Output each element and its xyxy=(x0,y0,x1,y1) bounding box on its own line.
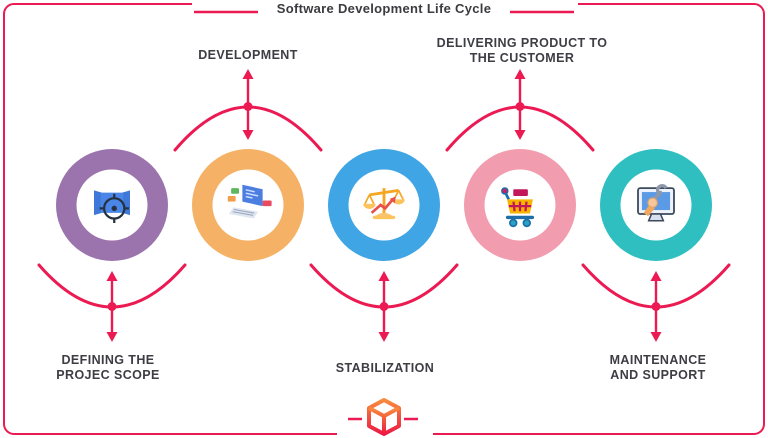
stage-circle-stabilization xyxy=(328,149,440,261)
stage-label-stabilization: STABILIZATION xyxy=(336,361,434,376)
blueprint-target-icon xyxy=(94,190,130,223)
connector-development xyxy=(173,69,323,152)
connector-stabilization xyxy=(309,263,459,342)
stage-label-development: DEVELOPMENT xyxy=(198,48,298,63)
connector-delivering xyxy=(445,69,595,152)
connector-maintenance xyxy=(581,263,731,342)
stage-label-line: MAINTENANCE xyxy=(609,353,707,367)
connector-defining xyxy=(37,263,187,342)
monitor-wrench-icon xyxy=(637,184,675,222)
stage-circle-delivering xyxy=(464,149,576,261)
stage-label-line: THE CUSTOMER xyxy=(469,51,575,65)
diagram-border xyxy=(3,3,765,435)
stage-label-line: DEFINING THE xyxy=(61,353,155,367)
stage-circle-development xyxy=(192,149,304,261)
stage-label-line: DELIVERING PRODUCT TO xyxy=(436,36,608,50)
stage-label-line: STABILIZATION xyxy=(335,361,435,375)
stage-circle-defining xyxy=(56,149,168,261)
shopping-cart-icon xyxy=(501,187,535,228)
laptop-code-icon xyxy=(227,184,272,219)
stage-label-line: AND SUPPORT xyxy=(610,368,706,382)
stage-label-line: DEVELOPMENT xyxy=(198,48,298,62)
stage-circle-maintenance xyxy=(600,149,712,261)
balance-scale-icon xyxy=(363,188,405,220)
stage-label-maintenance: MAINTENANCE AND SUPPORT xyxy=(610,353,707,383)
stage-label-delivering: DELIVERING PRODUCT TO THE CUSTOMER xyxy=(437,36,608,66)
stage-ring xyxy=(192,149,304,261)
page-title: Software Development Life Cycle xyxy=(276,1,492,16)
stage-label-defining: DEFINING THE PROJEC SCOPE xyxy=(56,353,159,383)
stage-label-line: PROJEC SCOPE xyxy=(56,368,160,382)
cube-logo xyxy=(367,398,401,436)
